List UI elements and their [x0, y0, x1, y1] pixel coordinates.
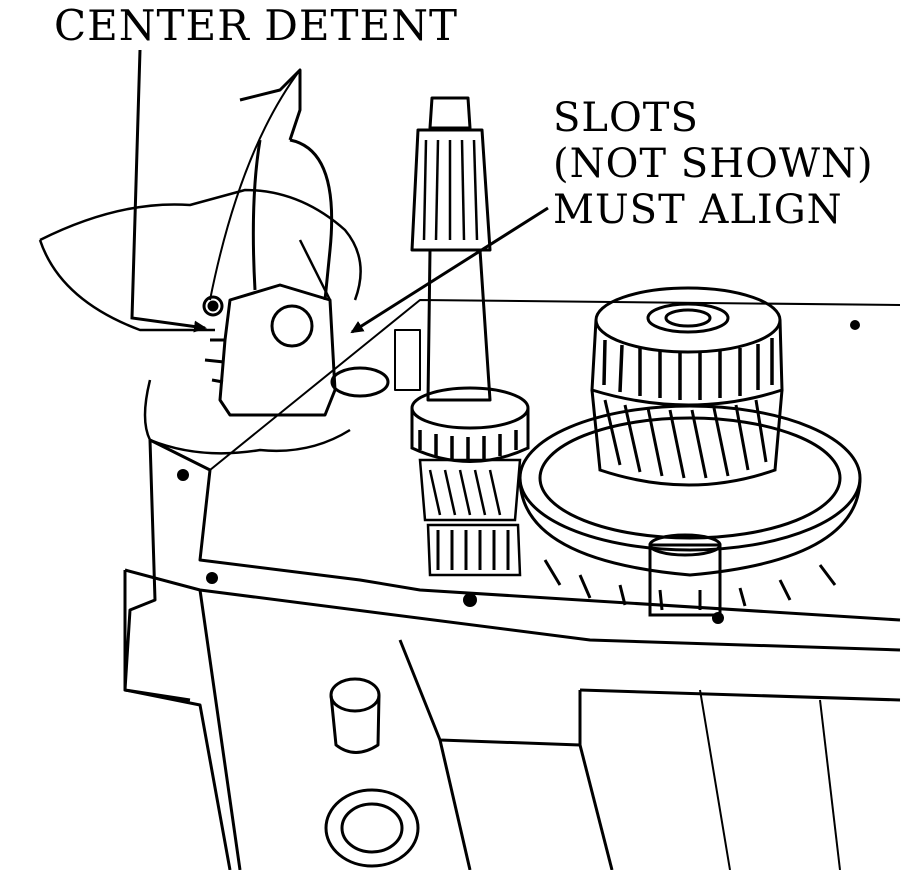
transmission-case: [123, 299, 901, 870]
center-detent-label: CENTER DETENT: [54, 1, 458, 50]
detent-bracket: [204, 283, 421, 417]
slots-label-line-3: MUST ALIGN: [553, 187, 843, 233]
counter-gear: [518, 404, 862, 611]
synchronizer: [590, 286, 784, 487]
hand: [38, 188, 362, 455]
center-detent-leader: [130, 49, 207, 333]
slots-label-line-1: SLOTS: [553, 95, 699, 141]
drive-gear: [418, 458, 522, 577]
shift-rail-stub: [648, 533, 722, 617]
shift-lever: [202, 68, 334, 317]
slots-align-label: SLOTS (NOT SHOWN) MUST ALIGN: [553, 95, 874, 233]
input-shaft: [410, 96, 492, 402]
input-bearing: [410, 386, 530, 463]
shaft-splines: [422, 139, 479, 241]
slots-align-leader: [350, 206, 549, 334]
slots-label-line-2: (NOT SHOWN): [553, 141, 874, 187]
